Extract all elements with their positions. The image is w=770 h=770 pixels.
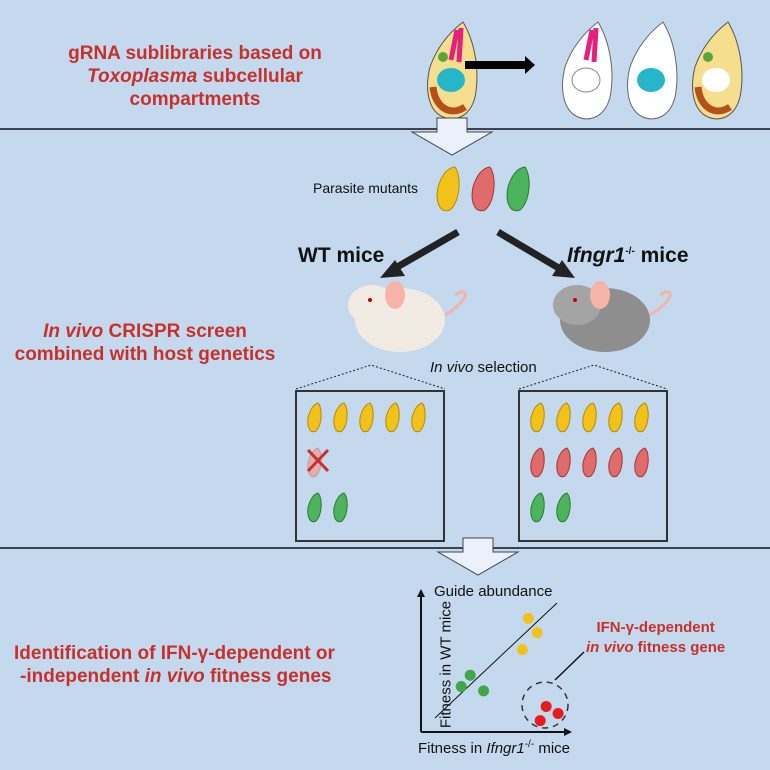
section2-title-line2: combined with host genetics: [14, 344, 276, 365]
callout-line1: IFN-γ-dependent: [596, 619, 715, 636]
cross-icon: [306, 448, 330, 473]
red-parasite-icon: [530, 447, 545, 478]
green-parasite-icon: [307, 492, 322, 523]
red-point: [552, 708, 564, 720]
section-divider-1: [0, 128, 770, 130]
ifngr1-sup: -/-: [625, 246, 635, 257]
section3-title-line2: -independent in vivo fitness genes: [14, 665, 354, 688]
red-parasite-icon: [634, 447, 649, 478]
green-parasite-icon: [333, 492, 348, 523]
yellow-parasite-icon: [411, 402, 426, 433]
x-axis-label: Fitness in Ifngr1-/- mice: [418, 739, 570, 757]
yellow-parasite-icon: [359, 402, 374, 433]
callout-line2: in vivo fitness gene: [586, 638, 725, 658]
ifngr1-rest: mice: [634, 244, 689, 267]
xl-sup: -/-: [524, 739, 535, 750]
callout-label: IFN-γ-dependent in vivo fitness gene: [586, 618, 725, 658]
yellow-parasite-icon: [634, 402, 649, 433]
y-axis-arrow-icon: [417, 589, 425, 597]
cytoplasm-parasite-icon: [692, 21, 743, 120]
green-parasite-icon: [506, 166, 530, 212]
yellow-parasite-icon: [556, 402, 571, 433]
arrow-to-ko-icon: [496, 228, 575, 278]
green-parasite-icon: [556, 492, 571, 523]
mutants-icons: [436, 166, 530, 212]
xl-pre: Fitness in: [418, 740, 487, 757]
wt-box: [295, 390, 445, 542]
section2-title-line1: In vivo CRISPR screen: [10, 320, 280, 343]
section1-title-line2: Toxoplasma subcellular compartments: [30, 65, 360, 111]
apical-organelles-parasite-icon: [562, 21, 613, 120]
yellow-parasite-icon: [582, 402, 597, 433]
red-parasite-icon: [582, 447, 597, 478]
toxoplasma-word: Toxoplasma: [87, 66, 198, 87]
down-arrow-2-icon: [436, 537, 520, 576]
xl-italic: Ifngr1: [486, 740, 525, 757]
yellow-point: [516, 644, 528, 656]
in-vivo-selection-label: In vivo selection: [430, 359, 537, 376]
ko-mouse-icon: [553, 281, 672, 352]
green-point: [455, 681, 467, 693]
wt-mouse-icon: [348, 281, 467, 352]
in-vivo-italic: In vivo: [43, 321, 104, 342]
ko-box: [518, 390, 668, 542]
red-parasite-icon: [608, 447, 623, 478]
callout-italic: in vivo: [586, 639, 634, 656]
ifngr1-mice-label: Ifngr1-/- mice: [567, 244, 689, 268]
section2-title: In vivo CRISPR screen combined with host…: [10, 320, 280, 366]
parasite-cells-row: [427, 21, 743, 120]
yellow-parasite-icon: [333, 402, 348, 433]
yellow-parasite-icon: [436, 166, 460, 212]
red-point: [534, 715, 546, 727]
s3-pre: -independent: [20, 666, 145, 687]
section3-title: Identification of IFN-γ-dependent or -in…: [14, 642, 354, 688]
green-point: [478, 685, 490, 697]
s3-rest: fitness genes: [204, 666, 332, 687]
highlight-circle: [521, 681, 569, 729]
plot-title: Guide abundance: [434, 583, 553, 600]
x-axis-arrow-icon: [564, 728, 572, 736]
parasite-mutants-label: Parasite mutants: [313, 180, 419, 196]
selection-italic: In vivo: [430, 359, 474, 376]
nucleus-parasite-icon: [627, 21, 678, 120]
callout-rest: fitness gene: [633, 639, 726, 656]
red-parasite-icon: [556, 447, 571, 478]
selection-boxes: [295, 364, 668, 542]
wt-mice-label: WT mice: [298, 244, 385, 267]
yellow-parasite-icon: [385, 402, 400, 433]
branch-arrows: [380, 228, 575, 278]
full-parasite-icon: [427, 21, 478, 120]
yellow-parasite-icon: [530, 402, 545, 433]
callout-line: [554, 651, 585, 681]
down-arrow-icon: [410, 117, 494, 156]
arrow-right-icon: [465, 56, 535, 74]
section2-title-rest: CRISPR screen: [103, 321, 247, 342]
yellow-point: [522, 612, 534, 624]
yellow-parasite-icon: [608, 402, 623, 433]
green-parasite-icon: [530, 492, 545, 523]
selection-rest: selection: [473, 359, 537, 376]
green-point: [464, 669, 476, 681]
section1-title-line1: gRNA sublibraries based on: [68, 43, 322, 64]
diagonal-line: [434, 602, 558, 719]
red-parasite-icon: [471, 166, 495, 212]
section-divider-2: [0, 547, 770, 549]
yellow-parasite-icon: [307, 402, 322, 433]
section1-title-rest: subcellular compartments: [129, 66, 303, 110]
red-point: [540, 700, 552, 712]
section3-title-line1: Identification of IFN-γ-dependent or: [14, 643, 335, 664]
yellow-point: [531, 627, 543, 639]
ifngr1-italic: Ifngr1: [567, 244, 626, 267]
section1-title: gRNA sublibraries based on Toxoplasma su…: [30, 42, 360, 111]
arrow-to-wt-icon: [380, 228, 460, 278]
mice-row: [348, 281, 672, 352]
xl-rest: mice: [534, 740, 571, 757]
s3-italic: in vivo: [144, 666, 205, 687]
